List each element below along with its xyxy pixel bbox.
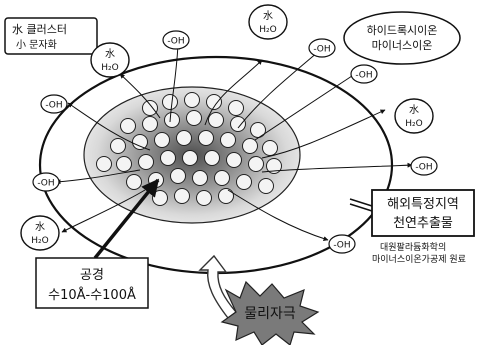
source-line2: 마이너스이온가공제 원료: [372, 254, 466, 265]
molecule-circle: [230, 116, 246, 132]
molecule-circle: [220, 132, 236, 148]
hydroxyl-line1: 하이드록시이온: [367, 23, 438, 37]
hydroxyl-oval: [343, 11, 461, 65]
cluster-line1: 水 클러스터: [12, 23, 67, 36]
h2o-label: H₂O: [101, 63, 118, 73]
extract-line2: 천연추출물: [393, 216, 453, 231]
molecule-circle: [228, 100, 244, 116]
molecule-circle: [142, 100, 158, 116]
oh-badge: -OH: [32, 172, 60, 192]
oh-badge: -OH: [410, 156, 438, 176]
molecule-circle: [116, 156, 132, 172]
water-badge: 水 H₂O: [90, 42, 130, 78]
water-char: 水: [409, 104, 419, 116]
molecule-circle: [184, 92, 200, 108]
molecule-circle: [208, 112, 224, 128]
molecule-circle: [236, 174, 252, 190]
cluster-box: [4, 17, 98, 55]
molecule-circle: [258, 178, 274, 194]
extract-connector-2: [349, 203, 373, 212]
pore-box: [35, 257, 149, 309]
molecule-circle: [96, 156, 112, 172]
molecule-circle: [214, 170, 230, 186]
oh-badge: -OH: [162, 30, 190, 50]
pore-pointer-arrow: [93, 178, 160, 260]
oh-label: -OH: [355, 71, 372, 81]
molecule-circle: [250, 122, 266, 138]
pore-line1: 공경: [80, 268, 104, 283]
molecule-circle: [120, 118, 136, 134]
molecule-circle: [160, 150, 176, 166]
cluster-line2: 小 문자화: [16, 39, 57, 51]
stimulus-burst: [220, 280, 320, 345]
oh-label: -OH: [313, 45, 330, 55]
outward-arrows: [55, 44, 413, 242]
water-badge: 水 H₂O: [20, 215, 60, 251]
molecule-circle: [164, 112, 180, 128]
oh-label: -OH: [37, 179, 54, 189]
molecule-circle: [196, 190, 212, 206]
oh-label: -OH: [333, 241, 350, 251]
hydroxyl-line2: 마이너스이온: [372, 39, 433, 52]
molecule-circle: [142, 116, 158, 132]
molecule-circle: [242, 138, 258, 154]
molecule-circle: [198, 130, 214, 146]
oh-label: -OH: [45, 101, 62, 111]
molecule-circle: [206, 94, 222, 110]
molecule-circle: [182, 150, 198, 166]
pore-line2: 수10Å-수100Å: [48, 287, 136, 303]
molecule-circle: [218, 188, 234, 204]
oh-badge: -OH: [328, 234, 356, 254]
molecule-circle: [266, 158, 282, 174]
molecule-circle: [226, 152, 242, 168]
molecule-circle: [174, 188, 190, 204]
extract-box: [371, 189, 475, 237]
molecule-circle: [126, 174, 142, 190]
stimulus-arrow: [198, 254, 238, 319]
water-char: 水: [105, 48, 115, 60]
oh-badge: -OH: [40, 94, 68, 114]
oh-badge: -OH: [350, 64, 378, 84]
water-char: 水: [35, 221, 45, 233]
molecule-circle: [162, 94, 178, 110]
extract-line1: 해외특정지역: [387, 197, 459, 212]
molecule-circle: [176, 130, 192, 146]
molecule-circle: [132, 134, 148, 150]
molecule-circle: [186, 110, 202, 126]
oh-label: -OH: [415, 163, 432, 173]
extract-connector-1: [349, 198, 373, 207]
molecule-circle: [248, 156, 264, 172]
molecule-circle: [262, 140, 278, 156]
oh-badge: -OH: [308, 38, 336, 58]
molecule-circle: [192, 170, 208, 186]
molecule-cluster: [96, 92, 282, 206]
h2o-label: H₂O: [405, 119, 422, 129]
molecule-circle: [154, 132, 170, 148]
molecule-circle: [170, 168, 186, 184]
water-badge: 水 H₂O: [394, 98, 434, 134]
molecule-circle: [204, 150, 220, 166]
water-char: 水: [263, 10, 273, 22]
h2o-label: H₂O: [259, 25, 276, 35]
oh-label: -OH: [167, 37, 184, 47]
molecule-circle: [152, 190, 168, 206]
molecule-circle: [110, 138, 126, 154]
molecule-circle: [138, 154, 154, 170]
source-line1: 대원팔라듐화학의: [380, 241, 446, 253]
stimulus-label: 물리자극: [244, 306, 296, 322]
h2o-label: H₂O: [31, 236, 48, 246]
water-badge: 水 H₂O: [248, 4, 288, 40]
